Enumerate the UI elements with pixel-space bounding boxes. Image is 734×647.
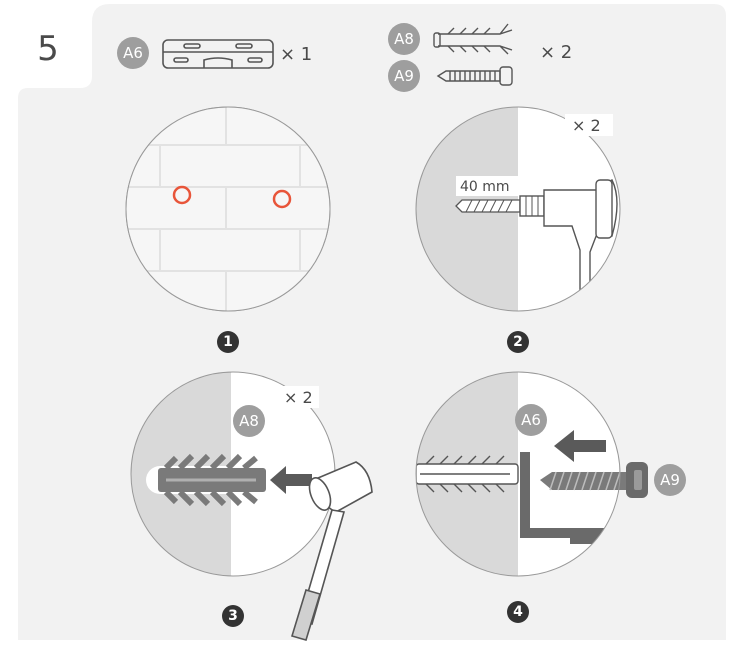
panel-3-repeat: × 2 — [284, 388, 313, 407]
part-a6-label: A6 — [123, 44, 143, 62]
step-1-badge: 1 — [217, 331, 239, 353]
step-panel-background — [18, 4, 726, 640]
step-4-badge: 4 — [507, 601, 529, 623]
step-number: 5 — [37, 29, 59, 69]
hammer-icon — [290, 461, 373, 641]
part-a8-label: A8 — [394, 30, 414, 48]
svg-text:3: 3 — [228, 608, 238, 624]
bracket-profile — [520, 452, 610, 538]
part-a9-label: A9 — [394, 67, 414, 85]
panel-3-part-label: A8 — [239, 412, 259, 430]
part-a8-quantity: × 2 — [540, 42, 572, 63]
svg-text:2: 2 — [513, 334, 523, 350]
wall-anchor — [158, 453, 266, 507]
drill-depth-label: 40 mm — [460, 179, 510, 195]
panel-4-part-right-label: A9 — [660, 471, 680, 489]
part-a8-badge: A8 — [388, 23, 420, 55]
bracket-icon — [162, 39, 274, 69]
step-3-badge: 3 — [222, 605, 244, 627]
part-a9-badge: A9 — [388, 60, 420, 92]
step-2-badge: 2 — [507, 331, 529, 353]
panel-2-repeat: × 2 — [572, 116, 601, 135]
push-arrow-icon — [270, 466, 312, 494]
drill-mark-left — [172, 185, 192, 205]
mount-screw — [540, 462, 648, 498]
panel-4-mount-bracket: A6 A9 — [415, 371, 686, 577]
svg-text:4: 4 — [513, 604, 523, 620]
installed-anchor — [416, 455, 519, 493]
wall-anchor-icon — [433, 23, 513, 55]
svg-text:1: 1 — [223, 334, 233, 350]
insert-arrow-icon — [554, 430, 606, 462]
part-a6-quantity: × 1 — [280, 44, 312, 65]
drill-mark-right — [272, 189, 292, 209]
panel-1-mark-holes — [125, 106, 331, 312]
panel-4-part-top-label: A6 — [521, 411, 541, 429]
part-a6-badge: A6 — [117, 37, 149, 69]
screw-icon — [436, 66, 513, 86]
